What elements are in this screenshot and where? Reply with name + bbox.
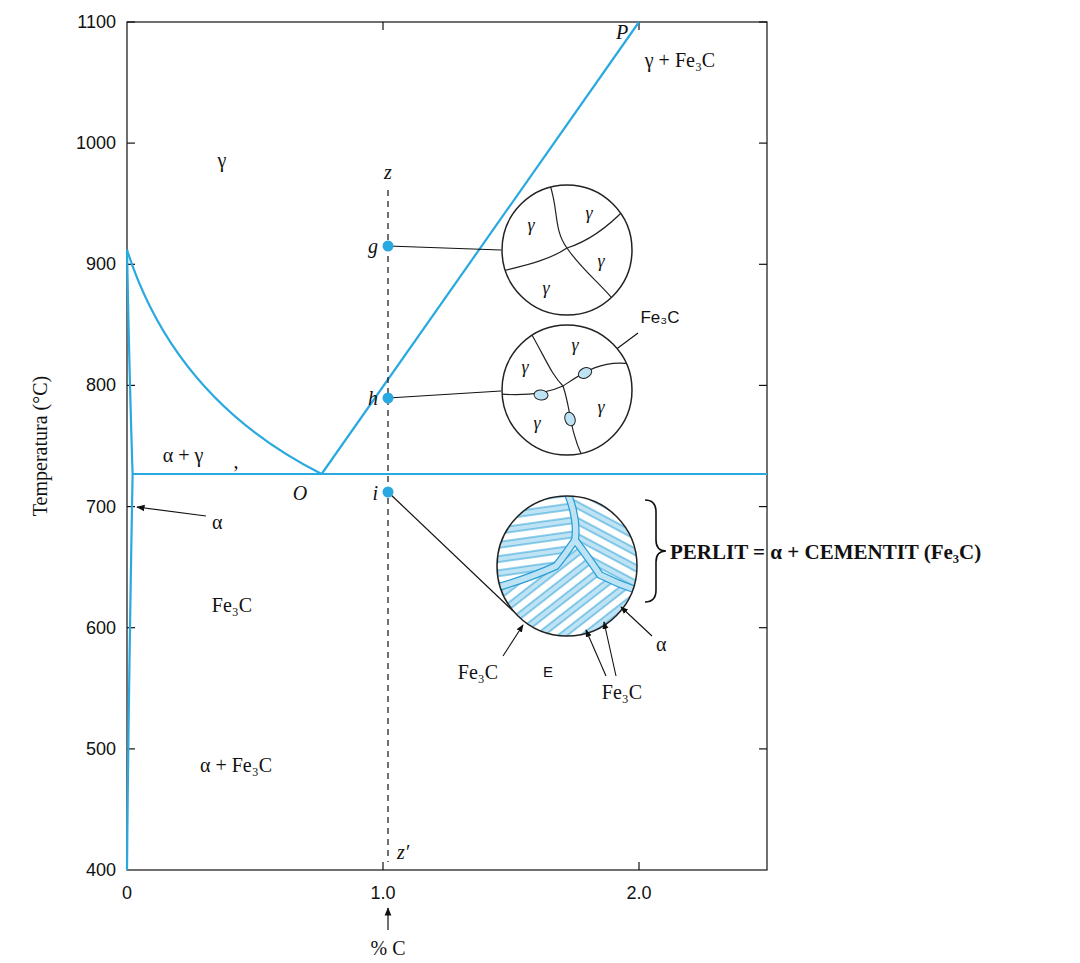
- phase-boundaries: [127, 22, 767, 870]
- phase-symbol: γ: [527, 216, 534, 236]
- axis-ticks: [127, 22, 767, 870]
- axis-tick-label: 600: [86, 617, 116, 638]
- point-label: O: [293, 482, 307, 505]
- axis-tick-label: 900: [86, 254, 116, 275]
- axis-tick-label: 1100: [77, 12, 116, 33]
- callout-label: Fe₃C: [602, 681, 642, 704]
- axis-tick-label: 700: [86, 496, 116, 517]
- stray-mark: E: [543, 663, 553, 680]
- phase-symbol: γ: [597, 252, 604, 272]
- phase-region-label: γ: [218, 149, 227, 172]
- composition-line: [387, 190, 388, 862]
- axis-tick-label: 2.0: [626, 883, 651, 904]
- axis-title: % C: [371, 937, 406, 960]
- point-label: h: [368, 387, 378, 410]
- point-label: z′: [397, 841, 409, 864]
- phase-symbol: γ: [585, 204, 592, 224]
- microstructure-circle: γ γ γ γ: [501, 324, 633, 456]
- state-points: [383, 241, 394, 498]
- microstructure-circle: γ γ γ γ: [501, 184, 633, 316]
- axis-tick-label: 1.0: [370, 883, 395, 904]
- callout-arrow: [137, 507, 206, 516]
- axis-title: Temperatura (°C): [29, 376, 52, 516]
- structure-label: PERLIT = α + CEMENTIT (Fe₃C): [670, 540, 981, 564]
- axis-tick-label: 500: [86, 739, 116, 760]
- point-label: g: [368, 235, 378, 258]
- callout-label: Fe₃C: [458, 661, 498, 684]
- phase-symbol: γ: [521, 358, 528, 378]
- brace: [645, 500, 666, 602]
- phase-label: Fe₃C: [212, 594, 252, 617]
- grain-outline: [501, 324, 633, 456]
- phase-region-label: γ + Fe₃C: [645, 49, 715, 72]
- callout-label: α: [656, 633, 666, 656]
- phase-region-label: α + γ: [163, 444, 204, 467]
- phase-symbol: γ: [533, 414, 540, 434]
- stray-mark: ,: [234, 450, 239, 473]
- axis-tick-label: 800: [86, 375, 116, 396]
- phase-label: α: [212, 511, 222, 534]
- phase-symbol: γ: [571, 336, 578, 356]
- point-label: P: [616, 21, 628, 44]
- phase-symbol: γ: [542, 279, 549, 299]
- axis-tick-label: 1000: [76, 133, 116, 154]
- callout-label: Fe₃C: [640, 308, 679, 328]
- grain-outline: [501, 184, 633, 316]
- axis-tick-label: 0: [122, 883, 132, 904]
- phase-region-label: α + Fe₃C: [200, 754, 272, 777]
- phase-symbol: γ: [597, 398, 604, 418]
- leader-lines: [388, 246, 513, 611]
- axis-tick-label: 400: [86, 860, 116, 881]
- axis-arrow: [387, 908, 388, 930]
- point-label: i: [372, 482, 378, 505]
- point-label: z: [384, 161, 392, 184]
- plot-frame: [127, 22, 767, 870]
- pearlite-micrograph: [495, 494, 642, 640]
